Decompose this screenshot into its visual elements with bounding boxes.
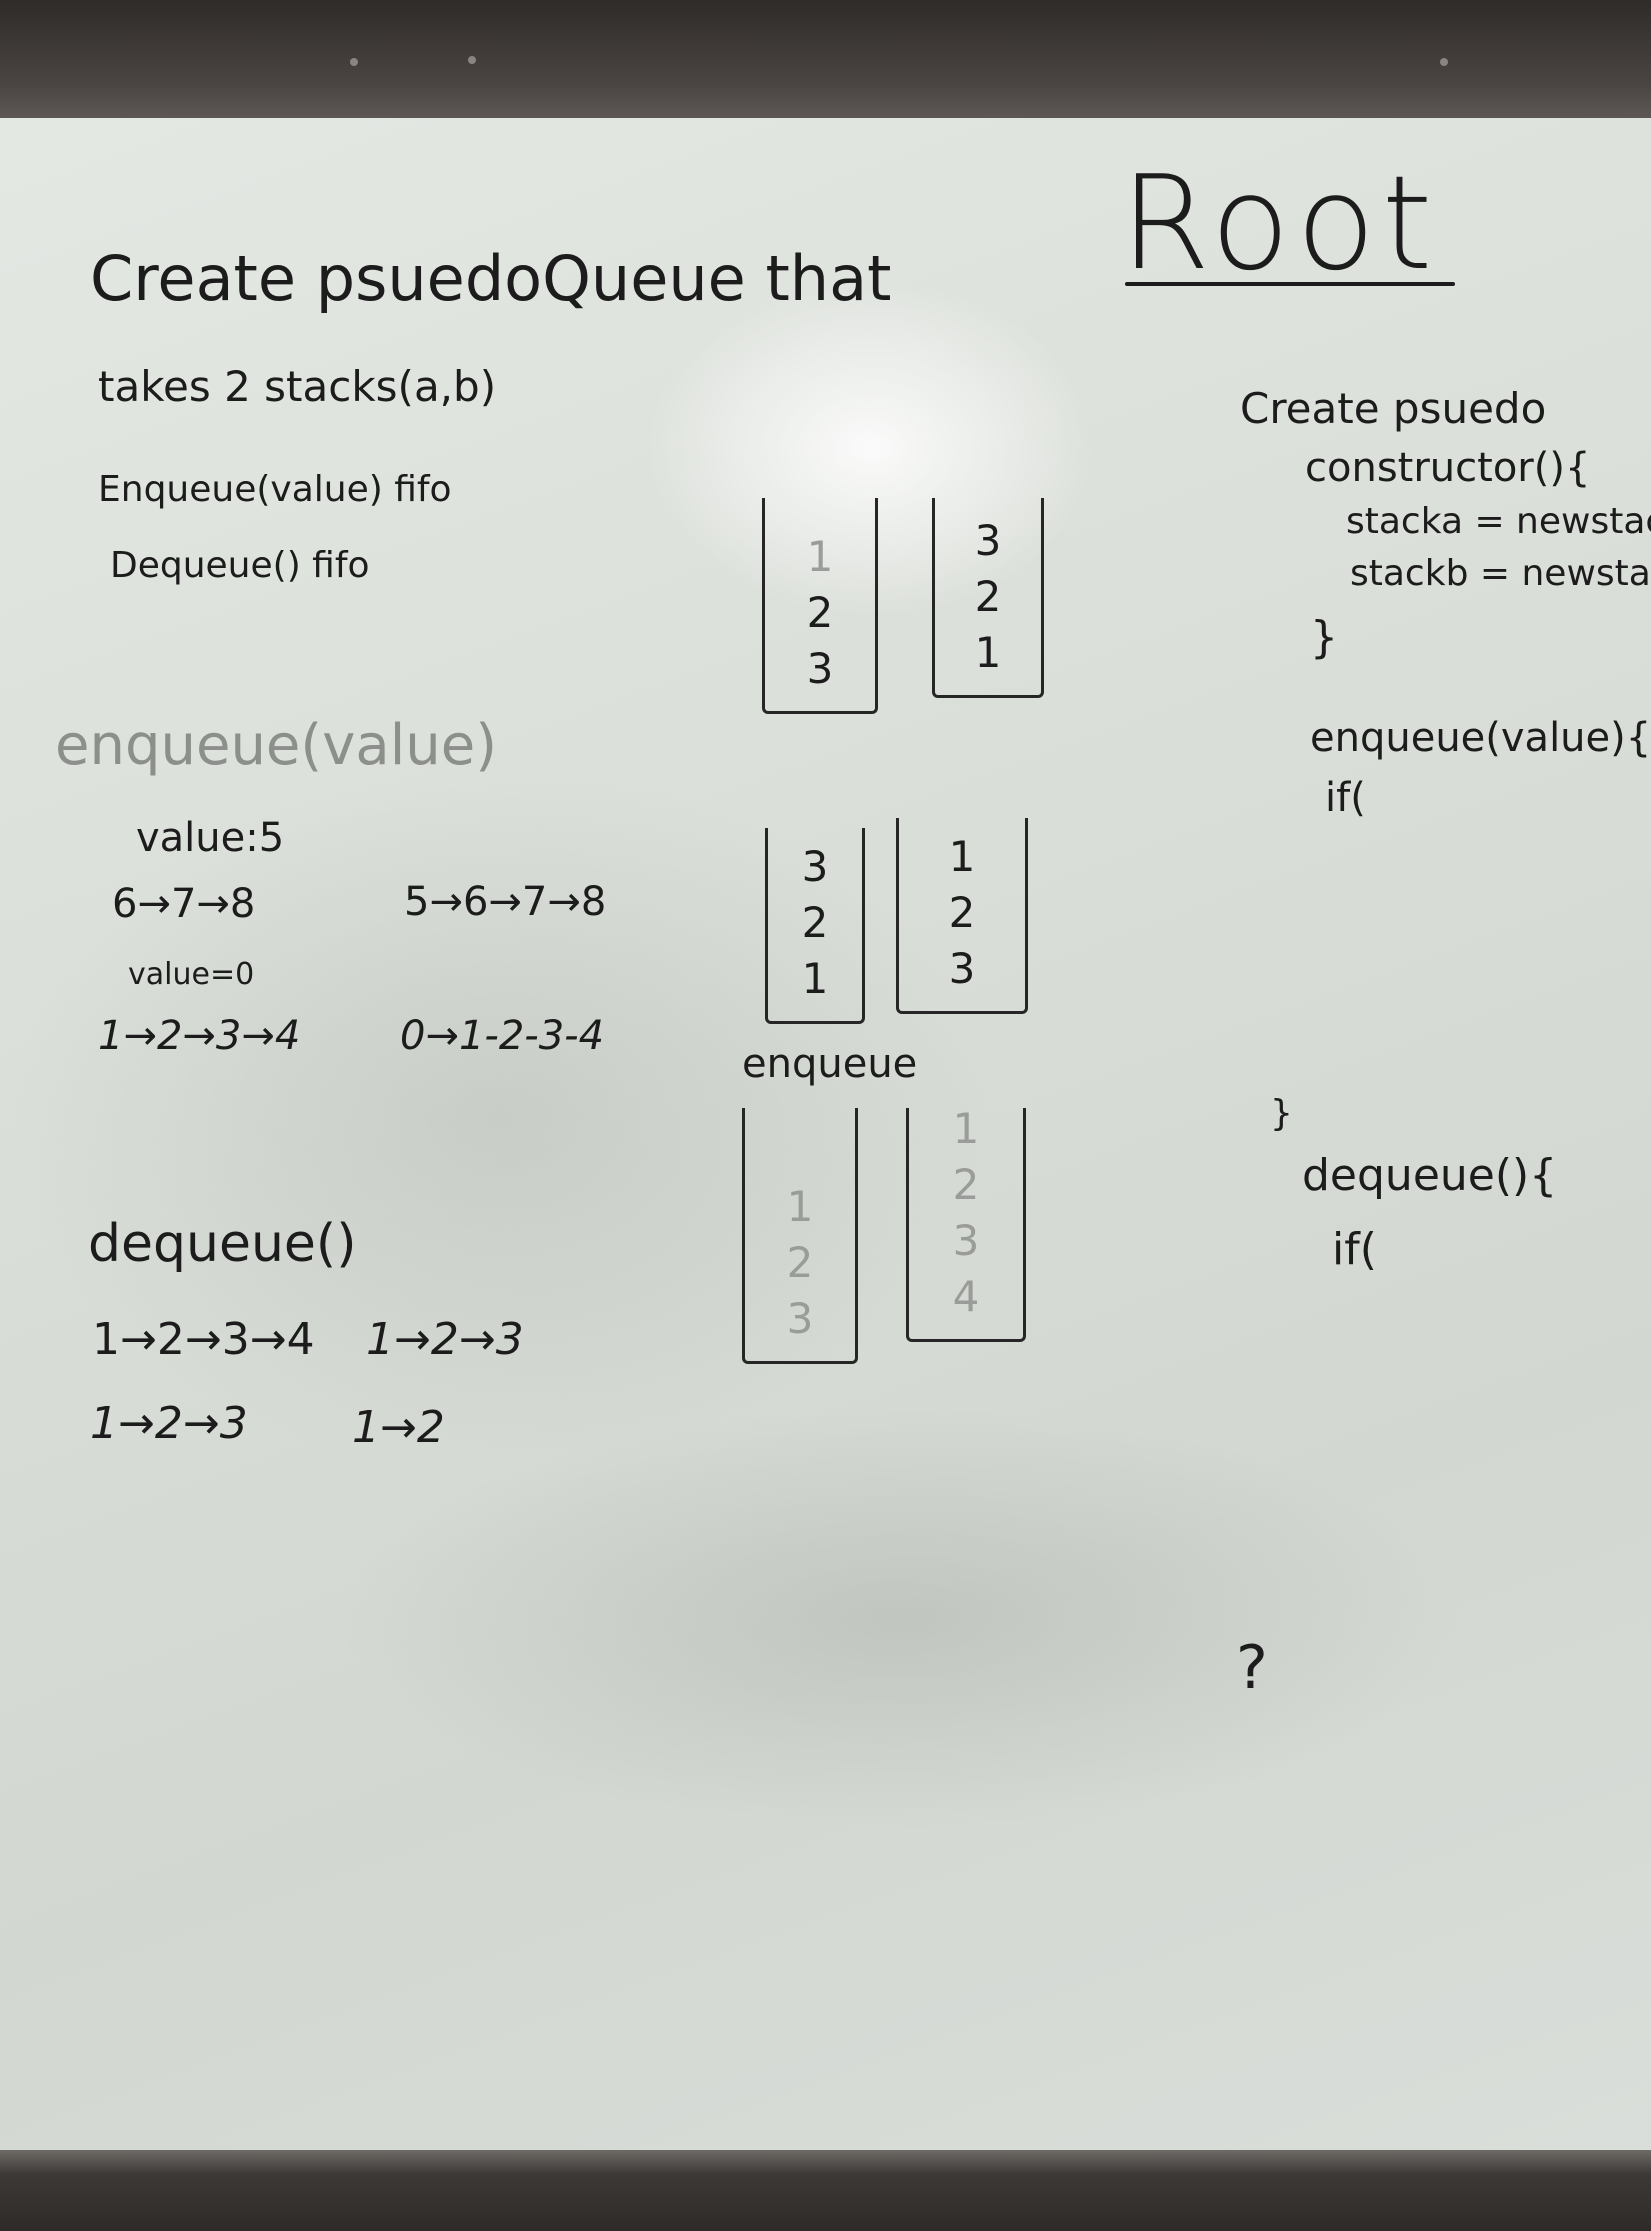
whiteboard-frame-top <box>0 0 1651 120</box>
stack-row2-right: 1 2 3 <box>896 818 1028 1014</box>
code-line-7: if( <box>1325 775 1366 821</box>
stack-item: 1 <box>801 954 829 1003</box>
stack-row3-right: 1 2 3 4 <box>906 1104 1026 1342</box>
enqueue-heading-text: enqueue(value) <box>55 713 498 778</box>
whiteboard-frame-bottom <box>0 2150 1651 2231</box>
stack-row1-left: 1 2 3 <box>762 498 878 714</box>
dequeue-after-a: 1→2→3 <box>366 1314 524 1365</box>
stack-item: 1 <box>786 1182 814 1231</box>
stack-row1-right: 3 2 1 <box>932 498 1044 698</box>
stack-item: 2 <box>806 588 834 637</box>
enqueue-heading: enqueue(value) <box>55 718 497 774</box>
code-line-2: constructor(){ <box>1305 445 1591 491</box>
dequeue-before-a: 1→2→3→4 <box>92 1314 315 1365</box>
problem-line-4: Dequeue() fifo <box>110 545 370 586</box>
code-line-4: stackb = newstac <box>1350 553 1651 594</box>
enqueue-before-a: 6→7→8 <box>112 881 256 927</box>
code-line-1: Create psuedo <box>1240 384 1547 433</box>
root-title: Root <box>1120 147 1439 299</box>
whiteboard: Root Create psuedoQueue that takes 2 sta… <box>0 118 1651 2152</box>
problem-line-3: Enqueue(value) fifo <box>98 469 452 510</box>
code-line-9: dequeue(){ <box>1302 1150 1558 1201</box>
screw-icon <box>350 58 358 66</box>
code-line-11: ? <box>1236 1633 1268 1703</box>
enqueue-value-b: value=0 <box>128 957 255 992</box>
enqueue-value-a: value:5 <box>136 815 285 861</box>
problem-line-2: takes 2 stacks(a,b) <box>98 362 497 411</box>
stack-item: 1 <box>974 628 1002 677</box>
dequeue-before-b: 1→2→3 <box>90 1398 248 1449</box>
code-line-3: stacka = newstac <box>1346 501 1651 542</box>
stack-enqueue-label: enqueue <box>742 1041 918 1087</box>
code-line-8: } <box>1270 1093 1293 1134</box>
problem-line-1: Create psuedoQueue that <box>90 242 892 315</box>
code-line-6: enqueue(value){ <box>1310 715 1651 761</box>
screw-icon <box>1440 58 1448 66</box>
dequeue-heading: dequeue() <box>88 1214 357 1274</box>
stack-row2-left: 3 2 1 <box>765 828 865 1024</box>
stack-item: 1 <box>806 532 834 581</box>
stack-item: 2 <box>801 898 829 947</box>
root-title-underline <box>1125 282 1455 286</box>
stack-item: 2 <box>786 1238 814 1287</box>
stack-row3-left: 1 2 3 <box>742 1108 858 1364</box>
stack-item: 2 <box>948 888 976 937</box>
stack-item: 2 <box>952 1160 980 1209</box>
enqueue-after-a: 5→6→7→8 <box>404 879 607 925</box>
stack-item: 3 <box>806 644 834 693</box>
stack-item: 3 <box>786 1294 814 1343</box>
stack-item: 3 <box>948 944 976 993</box>
stack-item: 1 <box>952 1104 980 1153</box>
screw-icon <box>468 56 476 64</box>
enqueue-after-b: 0→1-2-3-4 <box>400 1013 605 1059</box>
stack-item: 3 <box>974 516 1002 565</box>
stack-item: 4 <box>952 1272 980 1321</box>
dequeue-after-b: 1→2 <box>352 1402 445 1453</box>
stack-item: 2 <box>974 572 1002 621</box>
stack-item: 3 <box>952 1216 980 1265</box>
stack-item: 1 <box>948 832 976 881</box>
stack-item: 3 <box>801 842 829 891</box>
enqueue-before-b: 1→2→3→4 <box>98 1013 301 1059</box>
code-line-10: if( <box>1332 1224 1377 1275</box>
code-line-5: } <box>1310 612 1338 663</box>
